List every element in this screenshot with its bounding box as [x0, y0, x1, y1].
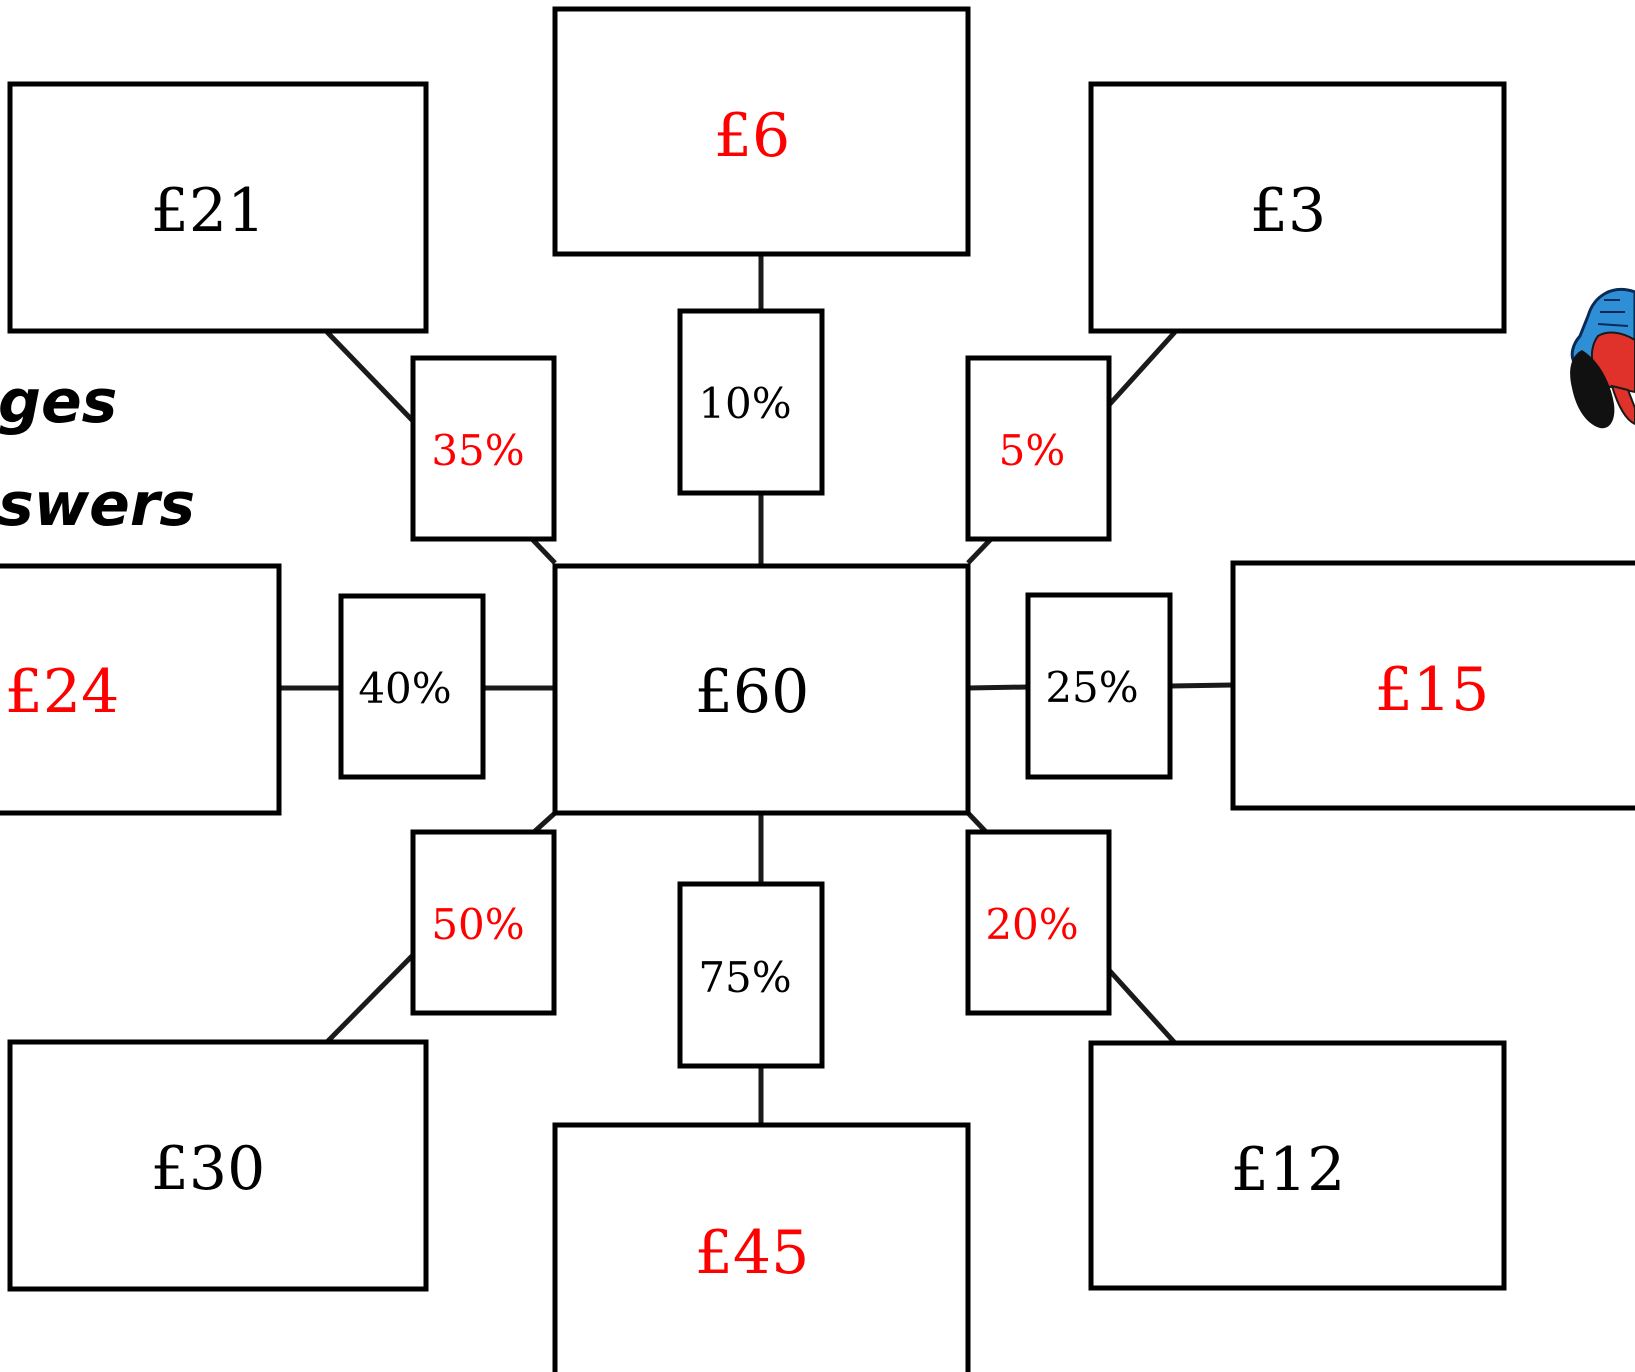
result-value-bottom-left: £30 — [151, 1134, 266, 1204]
connector-bottom-right-outer — [1107, 968, 1177, 1045]
percent-value-left: 40% — [358, 664, 451, 713]
percent-value-top-left: 35% — [431, 426, 524, 475]
result-value-left: £24 — [5, 657, 120, 727]
connector-bottom-left-outer — [325, 953, 415, 1044]
result-value-right: £15 — [1375, 655, 1490, 725]
connector-right-inner — [967, 684, 1029, 691]
result-box-top-right: £3 — [1088, 81, 1507, 334]
percent-box-top: 10% — [677, 308, 825, 496]
result-value-top: £6 — [714, 101, 790, 171]
connector-top-left-outer — [325, 330, 415, 423]
result-value-top-left: £21 — [151, 176, 266, 246]
percent-value-right: 25% — [1045, 663, 1138, 712]
percent-value-top-right: 5% — [999, 426, 1066, 475]
percent-box-bottom: 75% — [677, 881, 825, 1069]
connector-top-right-outer — [1107, 330, 1177, 407]
percent-box-top-left: 35% — [410, 355, 557, 542]
percent-box-bottom-left: 50% — [410, 829, 557, 1016]
percent-value-bottom: 75% — [698, 953, 791, 1002]
connector-bottom-left-inner — [532, 811, 557, 834]
percent-value-bottom-left: 50% — [431, 900, 524, 949]
heading-fragment: ges swers — [0, 367, 195, 540]
result-value-bottom: £45 — [695, 1218, 810, 1288]
percent-box-top-right: 5% — [965, 355, 1112, 542]
percent-value-bottom-right: 20% — [985, 900, 1078, 949]
percent-box-right: 25% — [1025, 592, 1173, 780]
result-value-bottom-right: £12 — [1231, 1135, 1346, 1205]
result-value-top-right: £3 — [1250, 176, 1326, 246]
connector-right-outer — [1169, 682, 1234, 689]
result-box-bottom-right: £12 — [1088, 1040, 1507, 1291]
connector-top-right-inner — [966, 537, 993, 565]
result-box-top-left: £21 — [7, 81, 429, 334]
result-box-right: £15 — [1230, 560, 1635, 811]
connector-lines — [279, 254, 1234, 1125]
result-box-left: £24 — [0, 563, 282, 816]
center-box: £60 — [552, 563, 971, 816]
spiderman-figure-icon — [1570, 288, 1635, 429]
connector-top-left-inner — [530, 537, 557, 565]
result-box-bottom-left: £30 — [7, 1039, 429, 1292]
percent-box-bottom-right: 20% — [965, 829, 1112, 1016]
result-box-bottom: £45 — [552, 1122, 971, 1372]
percent-value-top: 10% — [698, 379, 791, 428]
percent-box-left: 40% — [338, 593, 486, 780]
heading-line-1: ges — [0, 367, 117, 437]
heading-line-2: swers — [0, 470, 195, 540]
center-value: £60 — [695, 657, 810, 727]
result-box-top: £6 — [552, 6, 971, 257]
